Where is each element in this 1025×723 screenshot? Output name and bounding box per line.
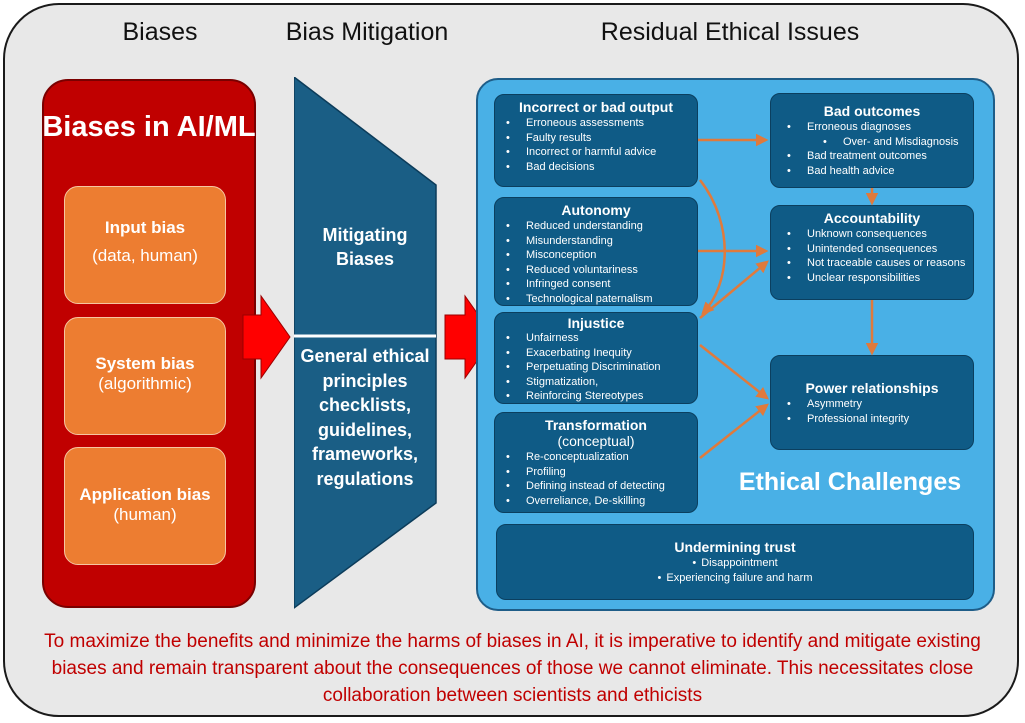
list-item: Profiling bbox=[506, 465, 697, 480]
transformation-box: Transformation (conceptual) Re-conceptua… bbox=[494, 412, 698, 513]
ethical-challenges-label: Ethical Challenges bbox=[738, 468, 962, 496]
autonomy-title: Autonomy bbox=[561, 202, 631, 218]
power-relationships-box: Power relationships Asymmetry Profession… bbox=[770, 355, 974, 450]
footer-statement: To maximize the benefits and minimize th… bbox=[44, 631, 981, 706]
input-bias-title: Input bias bbox=[104, 218, 186, 237]
incorrect-output-box: Incorrect or bad output Erroneous assess… bbox=[494, 94, 698, 187]
list-item: Stigmatization, bbox=[506, 375, 697, 390]
header-residual-ethical-issues: Residual Ethical Issues bbox=[600, 18, 860, 46]
injustice-title: Injustice bbox=[567, 315, 625, 331]
arrow-injustice-to-power bbox=[699, 344, 769, 400]
list-item: Bad decisions bbox=[506, 160, 697, 175]
undermining-trust-title: Undermining trust bbox=[674, 539, 796, 555]
accountability-title: Accountability bbox=[823, 210, 921, 226]
input-bias-sub: (data, human) bbox=[92, 246, 198, 265]
list-item: Re-conceptualization bbox=[506, 450, 697, 465]
list-item: Overreliance, De-skilling bbox=[506, 494, 697, 509]
list-item: Bad treatment outcomes bbox=[787, 149, 973, 164]
arrow-biases-to-mitigation bbox=[242, 294, 291, 380]
ethical-principles-label: General ethical principles checklists, g… bbox=[300, 346, 430, 489]
list-item: Bad health advice bbox=[787, 164, 973, 179]
list-item: Technological paternalism bbox=[506, 292, 697, 307]
list-item: Unknown consequences bbox=[787, 227, 973, 242]
arrow-injustice-to-accountability bbox=[699, 260, 769, 319]
undermining-trust-box: Undermining trust Disappointment Experie… bbox=[496, 524, 974, 600]
list-item: Exacerbating Inequity bbox=[506, 346, 697, 361]
incorrect-output-title: Incorrect or bad output bbox=[519, 99, 673, 115]
list-item: Incorrect or harmful advice bbox=[506, 145, 697, 160]
system-bias-box: System bias (algorithmic) bbox=[64, 317, 226, 435]
list-item: Unclear responsibilities bbox=[787, 271, 973, 286]
list-item: Perpetuating Discrimination bbox=[506, 360, 697, 375]
input-bias-box: Input bias (data, human) bbox=[64, 186, 226, 304]
list-item: Reduced understanding bbox=[506, 219, 697, 234]
mitigation-trapezoid bbox=[294, 77, 437, 609]
bad-outcomes-box: Bad outcomes Erroneous diagnoses Over- a… bbox=[770, 93, 974, 188]
list-item: Not traceable causes or reasons bbox=[787, 256, 973, 271]
list-item: Experiencing failure and harm bbox=[497, 571, 973, 586]
arrow-incorrect-to-injustice bbox=[699, 179, 726, 315]
system-bias-sub: (algorithmic) bbox=[98, 374, 192, 393]
list-item: Faulty results bbox=[506, 131, 697, 146]
list-item: Reduced voluntariness bbox=[506, 263, 697, 278]
list-item: Misunderstanding bbox=[506, 234, 697, 249]
arrow-transformation-to-power bbox=[699, 403, 769, 459]
list-item: Erroneous diagnoses bbox=[787, 120, 973, 135]
autonomy-box: Autonomy Reduced understanding Misunders… bbox=[494, 197, 698, 306]
transformation-subtitle: (conceptual) bbox=[557, 433, 635, 449]
header-biases: Biases bbox=[122, 18, 198, 46]
header-bias-mitigation: Bias Mitigation bbox=[285, 18, 449, 46]
power-relationships-title: Power relationships bbox=[805, 380, 939, 396]
list-item: Defining instead of detecting bbox=[506, 479, 697, 494]
list-item: Unintended consequences bbox=[787, 242, 973, 257]
list-item: Unfairness bbox=[506, 331, 697, 346]
biases-panel-title: Biases in AI/ML bbox=[42, 111, 256, 143]
transformation-title: Transformation bbox=[545, 417, 647, 433]
list-item: Reinforcing Stereotypes bbox=[506, 389, 697, 404]
application-bias-sub: (human) bbox=[113, 505, 177, 524]
accountability-box: Accountability Unknown consequences Unin… bbox=[770, 205, 974, 300]
list-item: Misconception bbox=[506, 248, 697, 263]
list-item: Infringed consent bbox=[506, 277, 697, 292]
injustice-box: Injustice Unfairness Exacerbating Inequi… bbox=[494, 312, 698, 404]
list-item: Professional integrity bbox=[787, 412, 973, 427]
mitigating-biases-label: Mitigating Biases bbox=[322, 225, 408, 269]
list-item: Erroneous assessments bbox=[506, 116, 697, 131]
bad-outcomes-title: Bad outcomes bbox=[823, 103, 921, 119]
list-item: Asymmetry bbox=[787, 397, 973, 412]
application-bias-title: Application bias bbox=[79, 485, 211, 504]
system-bias-title: System bias bbox=[95, 354, 195, 373]
list-item: Over- and Misdiagnosis bbox=[807, 135, 973, 150]
list-item: Disappointment bbox=[497, 556, 973, 571]
application-bias-box: Application bias (human) bbox=[64, 447, 226, 565]
